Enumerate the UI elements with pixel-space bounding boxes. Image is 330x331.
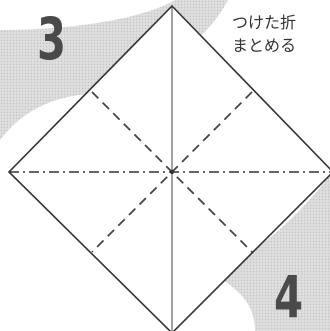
- instruction-line-1: つけた折: [232, 13, 297, 32]
- step-number-current: 3: [37, 5, 67, 73]
- instruction-line-2: まとめる: [232, 36, 297, 55]
- step-number-next: 4: [274, 263, 304, 331]
- background-band-lower: [215, 175, 330, 331]
- center-point: [169, 169, 175, 175]
